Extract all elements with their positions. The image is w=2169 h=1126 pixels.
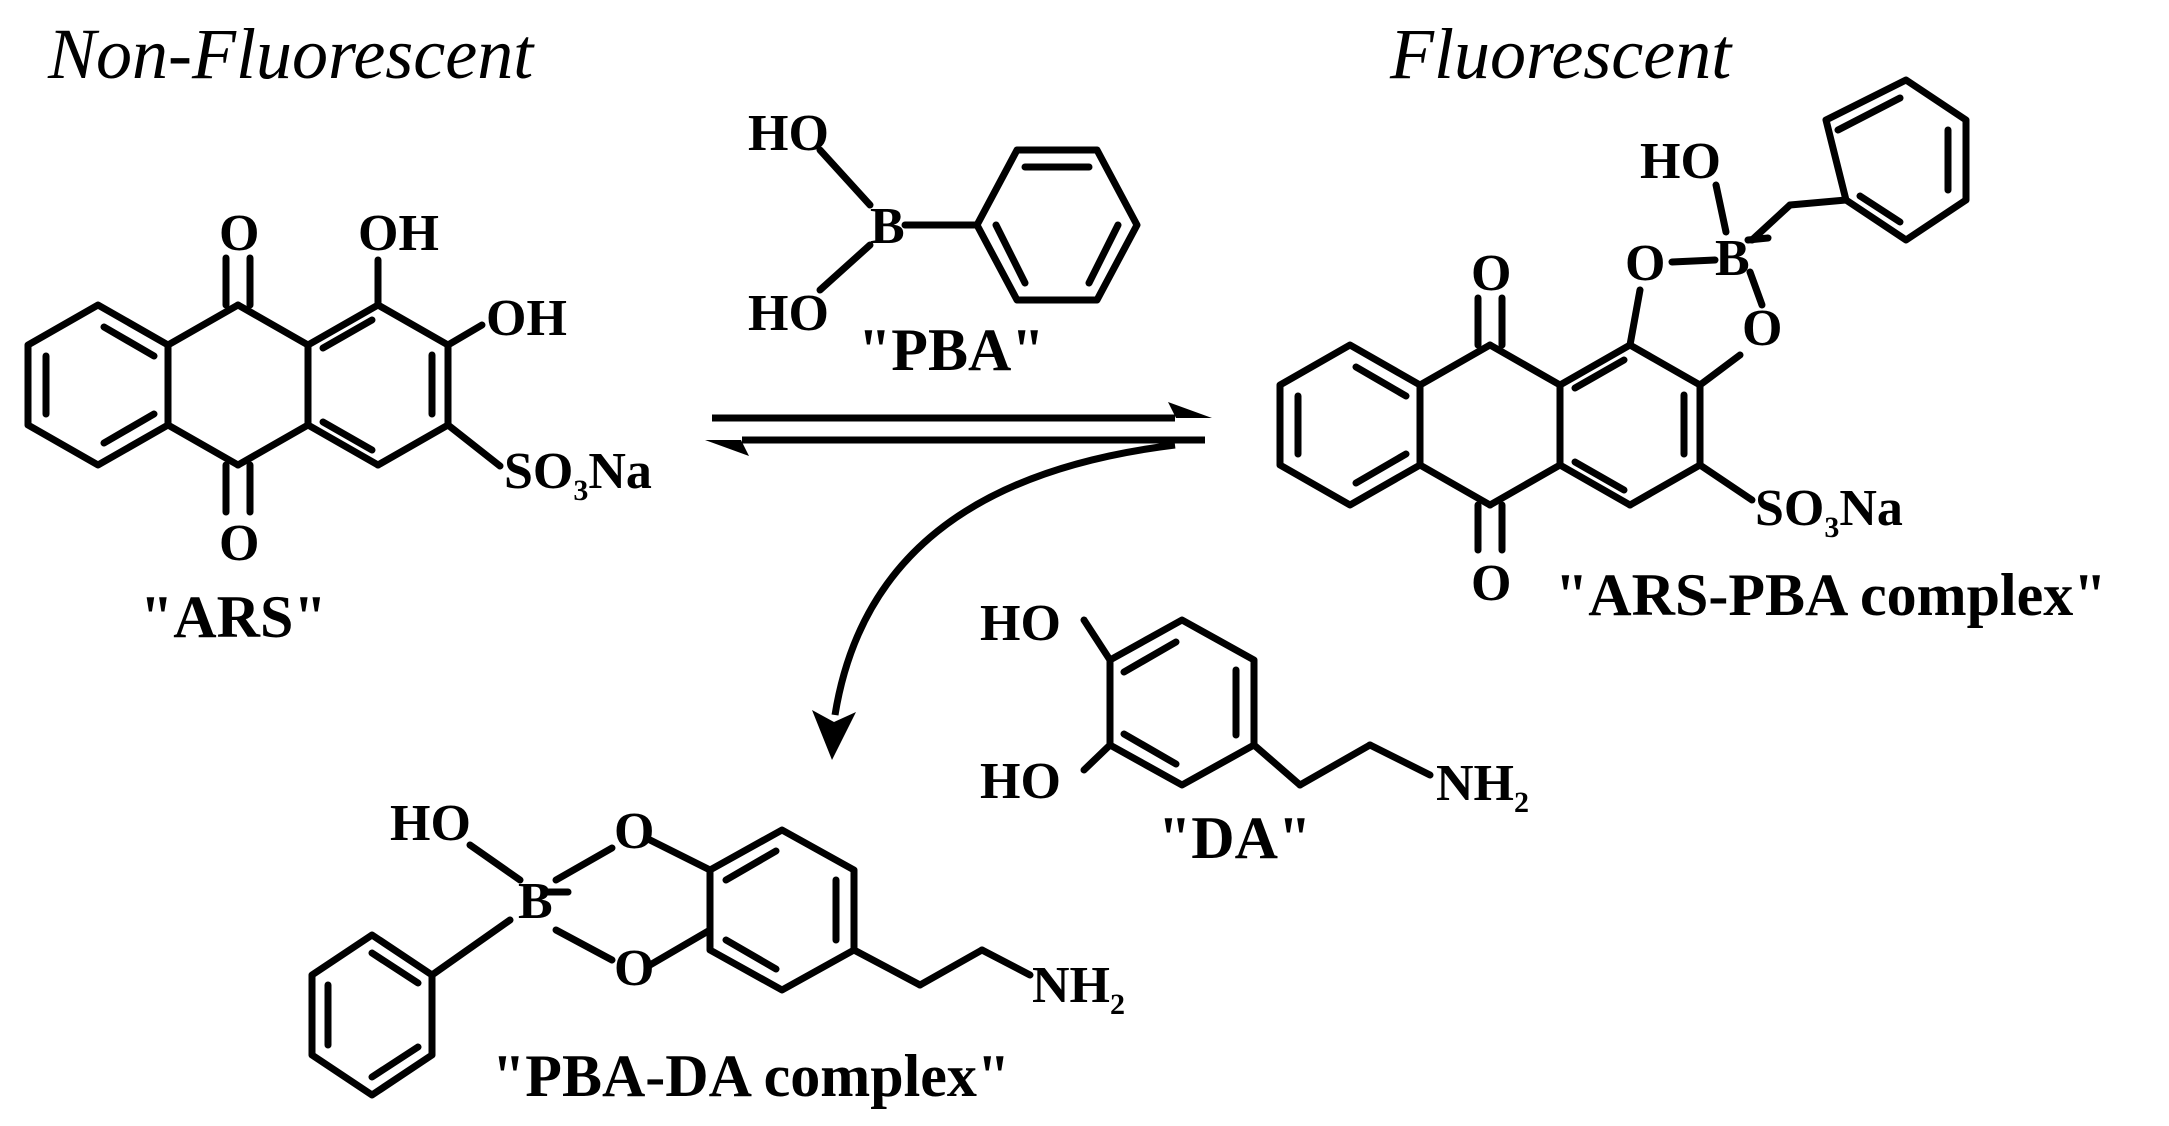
pba-da-o-1: O bbox=[614, 803, 654, 860]
non-fluorescent-heading: Non-Fluorescent bbox=[47, 14, 535, 94]
pba-da-ho: HO bbox=[390, 795, 471, 852]
pba-ho-bottom: HO bbox=[748, 285, 829, 342]
da-nh2: NH2 bbox=[1436, 755, 1529, 819]
ars-carbonyl-o-bottom: O bbox=[219, 515, 259, 572]
pba-ho-top: HO bbox=[748, 105, 829, 162]
ars-pba-carbonyl-o-top: O bbox=[1471, 245, 1511, 302]
ars-so3na: SO3Na bbox=[504, 443, 652, 507]
pba-da-boron: B bbox=[518, 873, 553, 930]
ars-label: "ARS" bbox=[140, 584, 327, 650]
equilibrium-arrows bbox=[705, 402, 1212, 456]
ars-pba-label: "ARS-PBA complex" bbox=[1555, 562, 2107, 628]
ars-carbonyl-o-top: O bbox=[219, 205, 259, 262]
pba-da-nh2: NH2 bbox=[1032, 957, 1125, 1021]
pba-da-structure bbox=[308, 826, 1034, 1099]
displacement-arrow bbox=[812, 441, 1176, 760]
pba-label: "PBA" bbox=[858, 317, 1045, 383]
ars-pba-structure bbox=[1276, 76, 1970, 554]
pba-da-label: "PBA-DA complex" bbox=[492, 1043, 1010, 1109]
pba-boron: B bbox=[870, 198, 905, 255]
ars-pba-ho: HO bbox=[1640, 133, 1721, 190]
fluorescent-heading: Fluorescent bbox=[1389, 14, 1733, 94]
ars-pba-boron: B bbox=[1715, 230, 1750, 287]
pba-structure bbox=[816, 146, 1141, 304]
ars-pba-o-1: O bbox=[1625, 235, 1665, 292]
da-ho-top: HO bbox=[980, 595, 1061, 652]
da-label: "DA" bbox=[1158, 805, 1311, 871]
ars-pba-carbonyl-o-bottom: O bbox=[1471, 555, 1511, 612]
ars-oh-2: OH bbox=[486, 290, 567, 347]
ars-oh-1: OH bbox=[358, 205, 439, 262]
da-structure bbox=[1080, 616, 1434, 789]
da-ho-bottom: HO bbox=[980, 753, 1061, 810]
ars-structure bbox=[24, 254, 504, 516]
ars-pba-o-2: O bbox=[1742, 300, 1782, 357]
pba-da-o-2: O bbox=[614, 940, 654, 997]
ars-pba-so3na: SO3Na bbox=[1755, 480, 1903, 544]
